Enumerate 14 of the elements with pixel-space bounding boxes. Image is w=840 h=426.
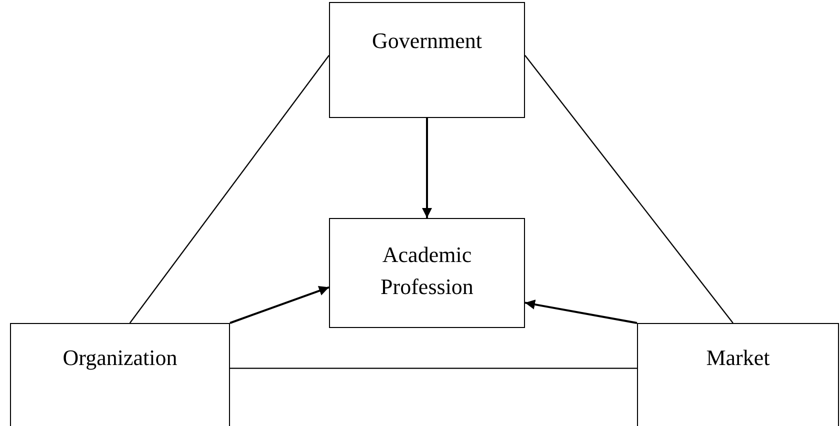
box	[10, 323, 230, 426]
connector-line	[129, 55, 330, 324]
connector-line	[230, 368, 637, 369]
arrow	[524, 300, 638, 324]
box-label: Organization	[62, 344, 178, 372]
box-label: Market	[705, 344, 771, 372]
box-label: Academic Profession	[380, 241, 474, 301]
box	[329, 2, 525, 118]
box-label: Government	[371, 27, 483, 55]
box	[329, 218, 525, 328]
arrow	[230, 286, 330, 324]
arrow	[422, 118, 432, 218]
box	[637, 323, 839, 426]
connector-line	[524, 55, 734, 324]
